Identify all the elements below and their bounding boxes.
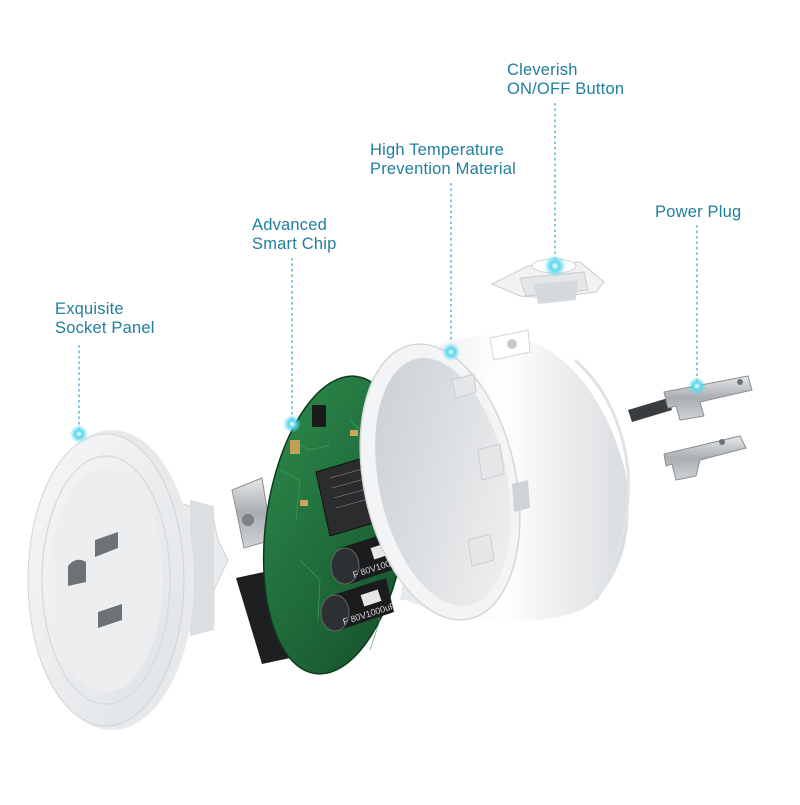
label-power-plug: Power Plug (655, 203, 741, 222)
leader-lines (78, 103, 698, 434)
marker-temp (442, 343, 460, 361)
housing-high-temp-material (359, 329, 630, 621)
marker-chip (283, 415, 301, 433)
socket-panel (27, 430, 229, 730)
marker-button (544, 255, 566, 277)
label-socket-panel-line1: Exquisite (55, 300, 124, 318)
label-high-temp-line1: High Temperature (370, 141, 505, 159)
label-high-temp-line2: Prevention Material (370, 160, 516, 178)
label-socket-panel: Exquisite Socket Panel (55, 300, 155, 338)
label-smart-chip-line2: Smart Chip (252, 235, 337, 253)
label-high-temp: High Temperature Prevention Material (370, 141, 516, 179)
power-plug (628, 375, 753, 481)
marker-socket (70, 425, 88, 443)
marker-plug (688, 377, 706, 395)
capacitor-2: F 80V1000uF (320, 578, 397, 632)
label-on-off-button-line1: Cleverish (507, 61, 578, 79)
label-smart-chip: Advanced Smart Chip (252, 216, 337, 254)
label-on-off-button: Cleverish ON/OFF Button (507, 61, 624, 99)
label-power-plug-line1: Power Plug (655, 203, 742, 221)
label-on-off-button-line2: ON/OFF Button (507, 80, 625, 98)
smart-chip-board: F 80V1000uF F 80V1000uF (231, 375, 410, 675)
highlight-markers (70, 255, 706, 443)
label-smart-chip-line1: Advanced (252, 216, 327, 234)
label-socket-panel-line2: Socket Panel (55, 319, 155, 337)
